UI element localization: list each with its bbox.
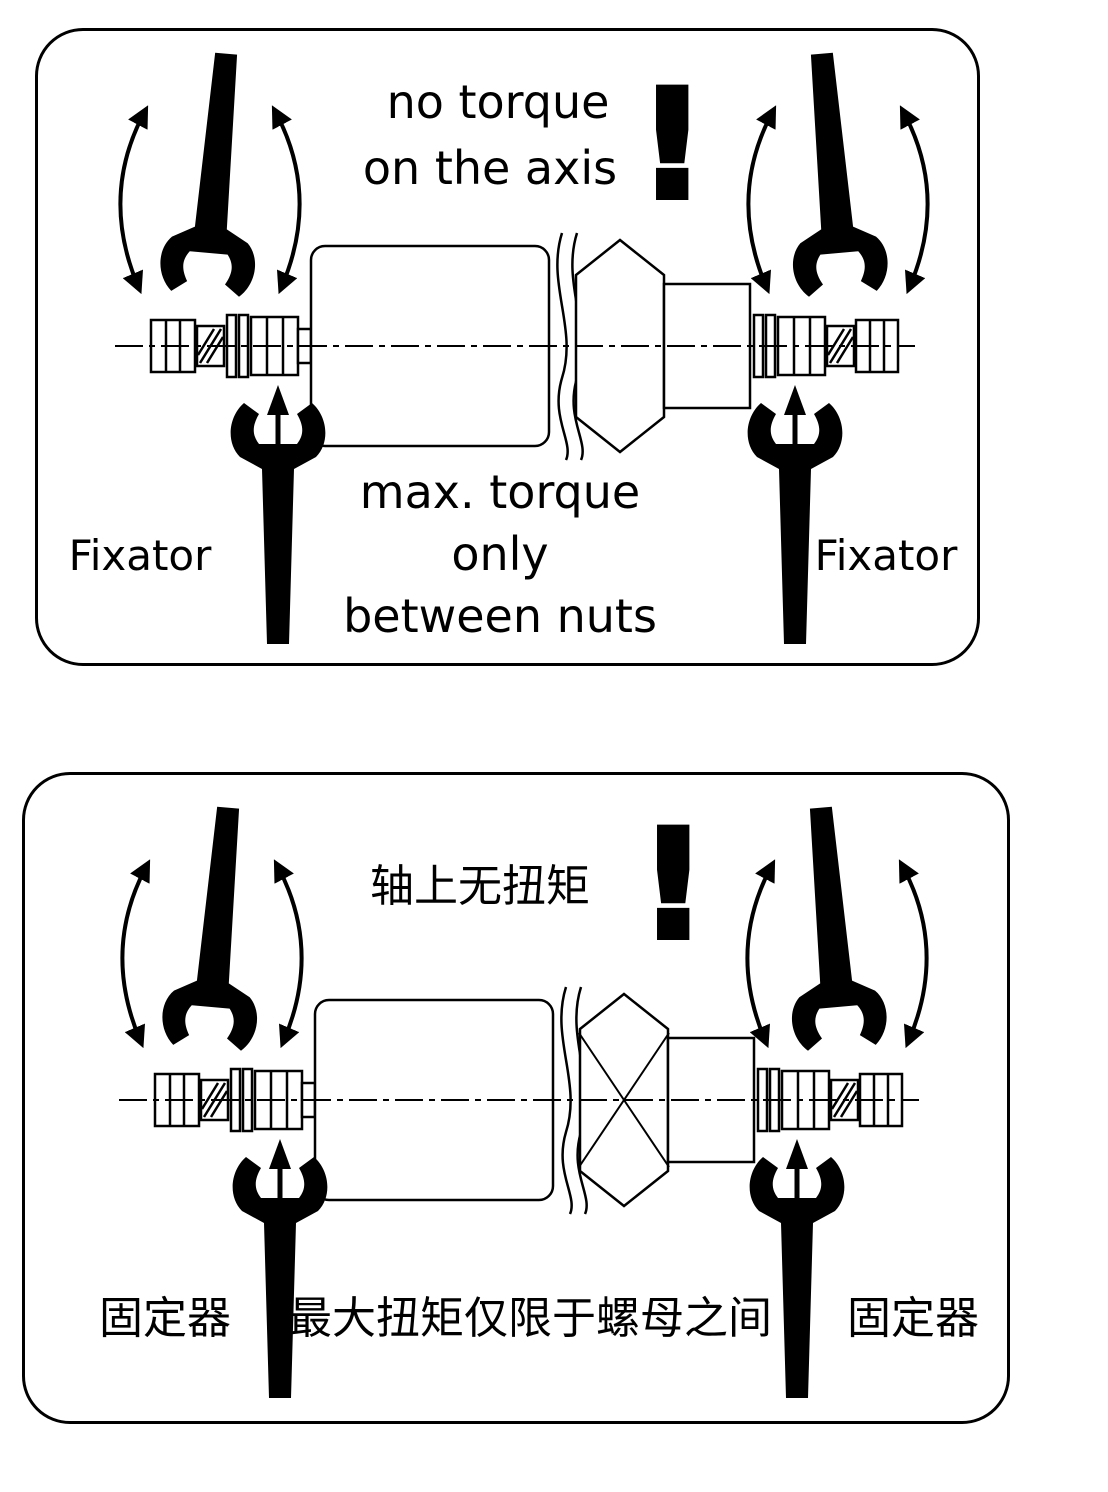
torque-note-line1: max. torque xyxy=(359,465,641,519)
warning-text-line1: 轴上无扭矩 xyxy=(370,861,590,912)
up-arrow-icon-right xyxy=(786,1139,808,1219)
instruction-panel-english: no torque on the axis ! Fixator Fixator … xyxy=(35,28,980,666)
up-arrow-icon-left xyxy=(267,385,289,465)
diagram-chinese xyxy=(117,803,929,1398)
wrench-icon-top-left xyxy=(159,803,276,1052)
wrench-icon-top-left xyxy=(157,49,274,298)
rotation-arrows-left-icon xyxy=(118,105,302,295)
exclamation-mark: ! xyxy=(635,59,709,233)
torque-note-line1: 最大扭矩仅限于螺母之间 xyxy=(288,1293,772,1344)
hex-cross-lines xyxy=(578,1032,670,1168)
rotation-arrows-left-icon xyxy=(120,859,304,1049)
wrench-icon-top-right xyxy=(774,49,891,298)
torque-note-line2: only xyxy=(451,527,549,581)
up-arrow-icon-left xyxy=(269,1139,291,1219)
exclamation-mark: ! xyxy=(636,799,710,973)
wrench-icon-top-right xyxy=(773,803,890,1052)
rotation-arrows-right-icon xyxy=(746,105,930,295)
warning-text-line2: on the axis xyxy=(362,141,618,195)
instruction-panel-chinese: 轴上无扭矩 ! 固定器 最大扭矩仅限于螺母之间 固定器 xyxy=(22,772,1010,1424)
rotation-arrows-right-icon xyxy=(745,859,929,1049)
torque-note-line3: between nuts xyxy=(343,589,657,643)
fixator-label-left: Fixator xyxy=(68,531,212,580)
diagram-english xyxy=(113,49,930,644)
fixator-label-right: Fixator xyxy=(814,531,958,580)
warning-text-line1: no torque xyxy=(386,75,610,129)
up-arrow-icon-right xyxy=(784,385,806,465)
fixator-label-right: 固定器 xyxy=(847,1293,979,1344)
fixator-label-left: 固定器 xyxy=(99,1293,231,1344)
